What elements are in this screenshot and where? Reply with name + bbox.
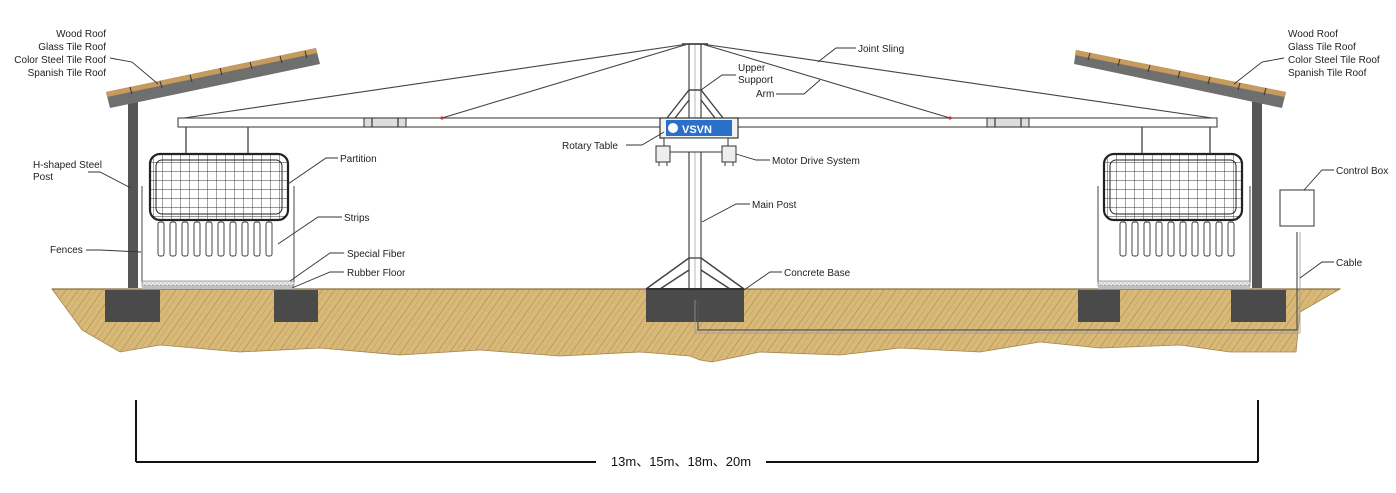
label-left-wood-roof: Wood Roof (56, 29, 106, 40)
label-upper-support-line1: Upper (738, 63, 766, 74)
dimension-text: 13m、15m、18m、20m (611, 454, 751, 469)
h-steel-post-left (128, 100, 138, 288)
concrete-base-left-post (105, 290, 160, 322)
h-steel-post-right (1252, 100, 1262, 288)
concrete-base-left-fence (274, 290, 318, 322)
underground-cable (697, 232, 1298, 331)
label-h-post-line1: H-shaped Steel (33, 160, 102, 171)
label-concrete-base: Concrete Base (784, 268, 851, 279)
special-fiber-left (141, 280, 295, 287)
main-post (645, 43, 745, 291)
label-joint-sling: Joint Sling (858, 44, 904, 55)
motor-drive-system (655, 137, 737, 166)
label-special-fiber: Special Fiber (347, 249, 406, 260)
concrete-base-right-fence (1078, 290, 1120, 322)
fence-left (141, 186, 295, 282)
label-rubber-floor: Rubber Floor (347, 268, 406, 279)
joint-slings (183, 43, 1213, 119)
logo-mark-icon (668, 123, 678, 133)
label-fences: Fences (50, 245, 83, 256)
label-right-color-steel-roof: Color Steel Tile Roof (1288, 55, 1380, 66)
label-right-glass-tile-roof: Glass Tile Roof (1288, 42, 1356, 53)
strips-left (157, 221, 273, 257)
control-box (1279, 189, 1315, 227)
rubber-floor-left (142, 286, 294, 289)
roof-right (1074, 50, 1286, 108)
rotary-table: VSVN (659, 117, 739, 139)
label-strips: Strips (344, 213, 370, 224)
dimension-line: 13m、15m、18m、20m (135, 400, 1259, 469)
label-arm: Arm (756, 89, 774, 100)
special-fiber-right (1097, 280, 1251, 287)
logo-text: VSVN (682, 124, 712, 136)
label-upper-support-line2: Support (738, 75, 773, 86)
strips-right (1119, 221, 1235, 257)
label-right-spanish-tile-roof: Spanish Tile Roof (1288, 68, 1367, 79)
label-left-color-steel-roof: Color Steel Tile Roof (14, 55, 106, 66)
partition-right (1102, 152, 1244, 222)
label-right-wood-roof: Wood Roof (1288, 29, 1338, 40)
partition-left (148, 152, 290, 222)
label-left-spanish-tile-roof: Spanish Tile Roof (28, 68, 107, 79)
label-left-glass-tile-roof: Glass Tile Roof (38, 42, 106, 53)
label-text: Wood Roof Glass Tile Roof Color Steel Ti… (14, 29, 1388, 279)
label-rotary-table: Rotary Table (562, 141, 618, 152)
label-cable: Cable (1336, 258, 1363, 269)
label-partition: Partition (340, 154, 377, 165)
concrete-bases (105, 290, 1286, 322)
label-control-box: Control Box (1336, 166, 1388, 177)
rubber-floor-right (1098, 286, 1250, 289)
concrete-base-right-post (1231, 290, 1286, 322)
upper-support-arm (666, 89, 724, 119)
roof-left (106, 48, 320, 108)
label-main-post: Main Post (752, 200, 797, 211)
leader-lines (86, 47, 1334, 291)
label-motor-drive: Motor Drive System (772, 156, 860, 167)
label-h-post-line2: Post (33, 172, 53, 183)
fence-right (1097, 186, 1251, 282)
